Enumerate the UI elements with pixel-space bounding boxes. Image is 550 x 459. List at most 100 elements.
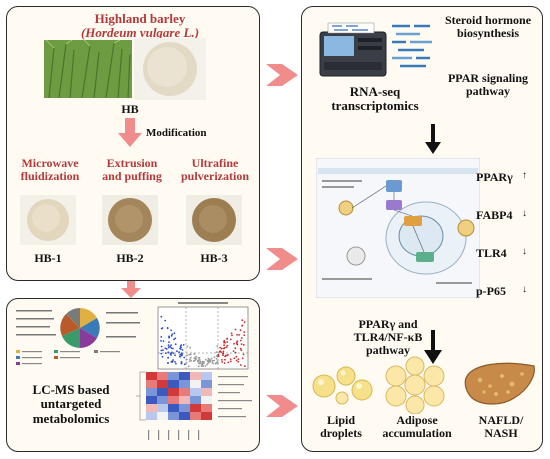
volcano-point bbox=[219, 346, 222, 349]
volcano-point bbox=[170, 347, 173, 349]
volcano-point bbox=[195, 355, 197, 358]
powder-hb3-image bbox=[186, 195, 242, 245]
volcano-point bbox=[241, 357, 244, 360]
volcano-point bbox=[188, 360, 191, 363]
volcano-point bbox=[213, 356, 216, 359]
outcome-nafld-nash: NAFLD/ NASH bbox=[466, 413, 536, 440]
volcano-point bbox=[167, 351, 170, 354]
heatmap-cell bbox=[157, 380, 168, 388]
volcano-point bbox=[181, 349, 184, 351]
volcano-point bbox=[206, 363, 208, 366]
marker-name: FABP4 bbox=[476, 208, 513, 222]
heatmap-cell bbox=[146, 404, 157, 412]
volcano-point bbox=[160, 315, 163, 318]
heatmap-cell bbox=[146, 412, 157, 420]
volcano-point bbox=[166, 327, 169, 330]
volcano-point bbox=[239, 339, 242, 342]
heatmap-cell bbox=[157, 404, 168, 412]
outcome-lipid-droplets: Lipid droplets bbox=[306, 413, 376, 440]
volcano-point bbox=[231, 334, 233, 337]
volcano-point bbox=[180, 344, 183, 347]
volcano-point bbox=[189, 346, 191, 349]
volcano-point bbox=[197, 359, 199, 362]
mechanism-diagram bbox=[316, 158, 480, 298]
volcano-point bbox=[186, 358, 188, 361]
volcano-point bbox=[165, 348, 168, 350]
volcano-point bbox=[168, 341, 170, 343]
label-line: transcriptomics bbox=[331, 98, 419, 114]
volcano-point bbox=[167, 356, 170, 359]
sequence-reads-icon bbox=[392, 24, 432, 68]
volcano-point bbox=[174, 343, 177, 346]
volcano-point bbox=[234, 328, 237, 331]
label-line: PPAR signaling bbox=[447, 71, 529, 85]
volcano-point bbox=[243, 331, 246, 333]
volcano-point bbox=[160, 345, 163, 348]
volcano-point bbox=[179, 355, 182, 358]
volcano-point bbox=[234, 347, 237, 350]
volcano-point bbox=[244, 365, 246, 368]
heatmap-cell bbox=[168, 404, 179, 412]
volcano-point bbox=[180, 362, 183, 365]
volcano-point bbox=[237, 358, 240, 360]
volcano-point bbox=[239, 364, 242, 366]
heatmap-cell bbox=[201, 396, 212, 404]
outcome-adipose-accumulation: Adipose accumulation bbox=[376, 413, 458, 441]
method-line: fluidization bbox=[20, 168, 80, 183]
heatmap-cell bbox=[201, 388, 212, 396]
volcano-point bbox=[164, 352, 167, 354]
heatmap-cell bbox=[179, 388, 190, 396]
volcano-point bbox=[207, 359, 210, 362]
volcano-point bbox=[230, 332, 233, 335]
barley-field-image bbox=[44, 40, 132, 98]
label-line: TLR4/NF-κB bbox=[353, 330, 423, 345]
method-line: and puffing bbox=[102, 168, 162, 183]
volcano-point bbox=[235, 341, 238, 344]
volcano-point bbox=[204, 358, 207, 361]
volcano-point bbox=[216, 354, 218, 357]
marker-list: PPARγ ↑ FABP4 ↓ TLR4 ↓ p-P65 ↓ bbox=[476, 170, 542, 322]
volcano-point bbox=[162, 349, 164, 351]
lipid-droplets-icon bbox=[312, 366, 373, 405]
label-line: NAFLD/ bbox=[478, 413, 524, 427]
marker-row: FABP4 ↓ bbox=[476, 208, 542, 246]
volcano-point bbox=[200, 365, 203, 367]
volcano-point bbox=[242, 353, 245, 356]
down-arrow-2 bbox=[424, 330, 442, 364]
label-line: biosynthesis bbox=[456, 26, 520, 41]
volcano-point bbox=[207, 357, 210, 360]
volcano-point bbox=[182, 344, 185, 346]
volcano-point bbox=[194, 358, 197, 360]
volcano-point bbox=[222, 354, 224, 357]
marker-arrow: ↓ bbox=[522, 208, 527, 219]
metabolite-heatmap bbox=[136, 371, 252, 440]
volcano-point bbox=[239, 347, 242, 350]
volcano-point bbox=[240, 349, 243, 352]
heatmap-cell bbox=[179, 404, 190, 412]
heatmap-cell bbox=[190, 396, 201, 404]
arrow-to-mechanism bbox=[266, 248, 298, 270]
volcano-point bbox=[226, 338, 228, 340]
heatmap-cell bbox=[190, 388, 201, 396]
heatmap-cell bbox=[146, 388, 157, 396]
heatmap-cell bbox=[157, 412, 168, 420]
volcano-point bbox=[202, 360, 205, 363]
volcano-point bbox=[241, 324, 244, 327]
volcano-point bbox=[236, 334, 238, 336]
volcano-point bbox=[174, 354, 176, 357]
volcano-point bbox=[189, 358, 191, 361]
volcano-point bbox=[221, 359, 223, 361]
volcano-point bbox=[233, 342, 235, 345]
heatmap-cell bbox=[201, 380, 212, 388]
volcano-point bbox=[217, 362, 219, 364]
heatmap-cell bbox=[157, 372, 168, 380]
modification-label: Modification bbox=[146, 127, 207, 139]
volcano-point bbox=[164, 319, 167, 322]
label-line: LC-MS based bbox=[32, 382, 110, 397]
volcano-point bbox=[180, 354, 183, 357]
method-line: Extrusion bbox=[106, 156, 158, 170]
volcano-point bbox=[239, 329, 242, 332]
volcano-point bbox=[204, 365, 207, 367]
label-line: accumulation bbox=[382, 426, 452, 441]
volcano-point bbox=[209, 360, 212, 363]
